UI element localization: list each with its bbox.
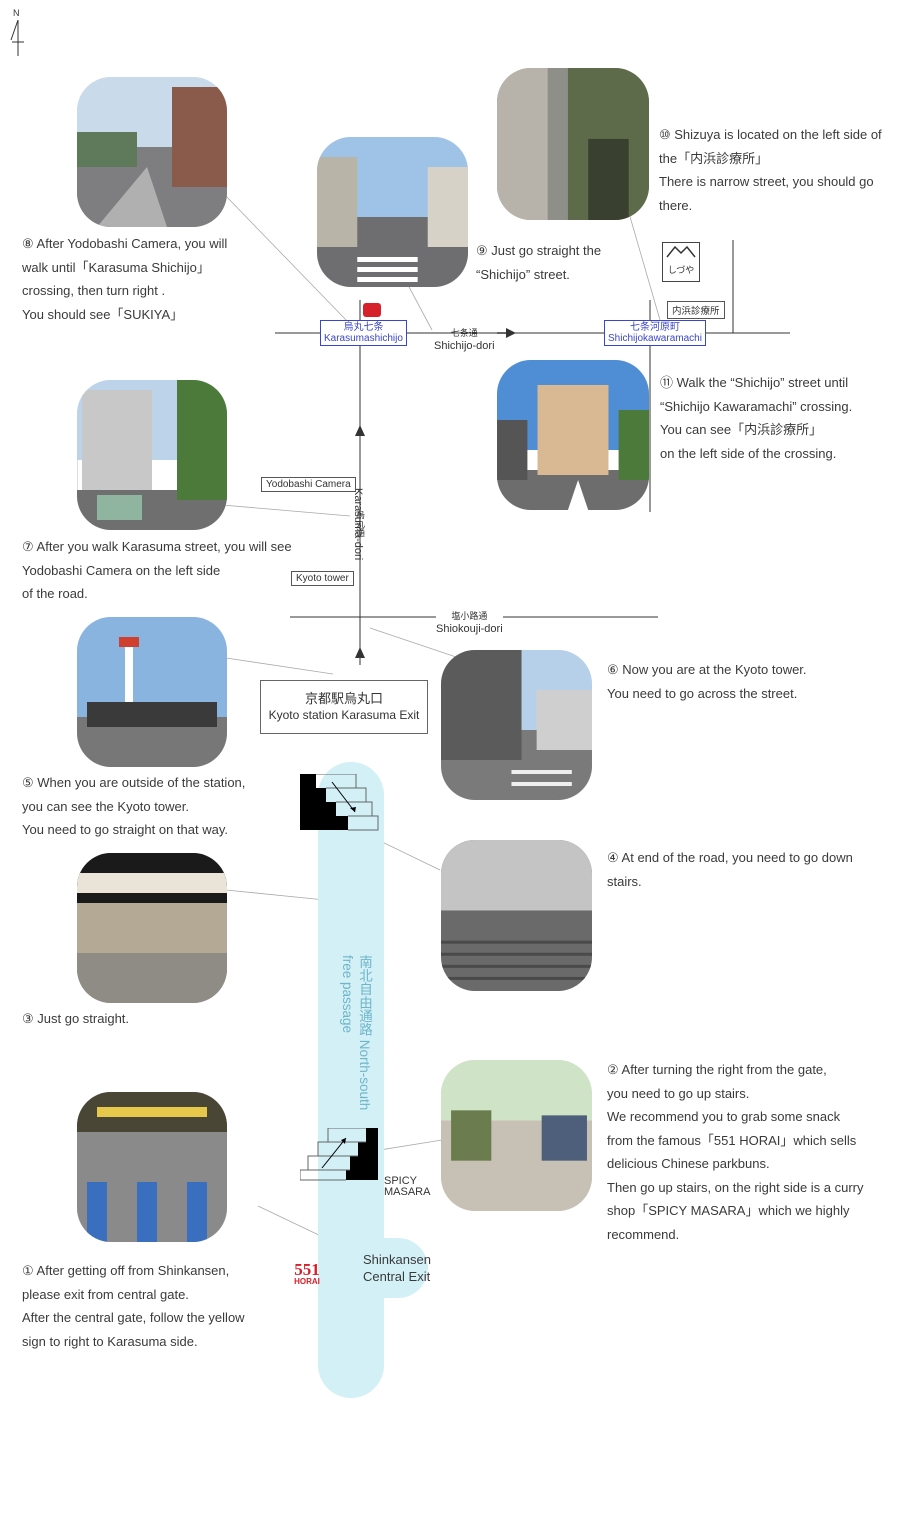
north-arrow-icon	[10, 19, 24, 56]
passage-label-en: North-south free passage	[340, 955, 372, 1111]
step-1-text: ① After getting off from Shinkansen, ple…	[22, 1263, 245, 1349]
kawaramachi-station: 七条河原町 Shichijokawaramachi	[604, 320, 706, 346]
photo-8-street-corner	[77, 77, 227, 227]
step-8-text: ⑧ After Yodobashi Camera, you will walk …	[22, 236, 228, 322]
kawaramachi-jp: 七条河原町	[629, 322, 680, 333]
photo-5-kyoto-tower	[77, 617, 227, 767]
photo-1-ticket-gates	[77, 1092, 227, 1242]
shinkansen-exit-label: Shinkansen Central Exit	[363, 1252, 431, 1284]
photo-2-gate-hall	[441, 1060, 592, 1211]
exit-label-jp: 京都駅烏丸口	[304, 691, 383, 706]
step-10-text: ⑩ Shizuya is located on the left side of…	[659, 127, 882, 213]
kyoto-tower-label: Kyoto tower	[291, 571, 354, 586]
step-3-text: ③ Just go straight.	[22, 1011, 130, 1026]
step-4-text: ④ At end of the road, you need to go dow…	[607, 850, 853, 889]
photo-6-crosswalk	[441, 650, 592, 800]
karasuma-shichijo-en: Karasumashichijo	[324, 333, 403, 344]
photo-3-passage	[77, 853, 227, 1003]
step-6-text: ⑥ Now you are at the Kyoto tower. You ne…	[607, 662, 807, 701]
compass-label: N	[13, 8, 20, 18]
shichijo-label-jp: 七条通	[450, 328, 478, 338]
karasuma-shichijo-station: 烏丸七条 Karasumashichijo	[320, 320, 407, 346]
karasuma-label-en: Karasuma-dori	[352, 488, 364, 561]
stairs-down-icon	[300, 774, 379, 831]
kawaramachi-en: Shichijokawaramachi	[608, 333, 702, 344]
step-5-text: ⑤ When you are outside of the station, y…	[22, 775, 246, 837]
step-11-text: ⑪ Walk the “Shichijo” street until “Shic…	[660, 375, 853, 461]
yodobashi-label: Yodobashi Camera	[261, 477, 356, 492]
shiokouji-label-jp: 塩小路通	[451, 611, 488, 621]
karasuma-label-jp: 烏丸通	[355, 510, 365, 537]
clinic-label: 内浜診療所	[667, 301, 725, 319]
sukiya-sign-icon	[363, 303, 381, 317]
shizuya-logo: しづや	[662, 242, 700, 282]
shinkansen-exit-bubble	[356, 1238, 428, 1298]
step-2-text: ② After turning the right from the gate,…	[607, 1062, 864, 1242]
shichijo-label: 七条通 Shichijo-dori	[434, 327, 495, 353]
photo-11-clinic	[497, 360, 649, 510]
karasuma-shichijo-jp: 烏丸七条	[343, 322, 384, 333]
horai-logo: 551 HORAI	[287, 1260, 327, 1286]
shichijo-label-en: Shichijo-dori	[434, 340, 495, 352]
photo-10-shizuya-building	[497, 68, 649, 220]
horai-logo-sub: HORAI	[294, 1277, 320, 1286]
shiokouji-label: 塩小路通 Shiokouji-dori	[436, 610, 503, 636]
photo-4-stairs	[441, 840, 592, 991]
shiokouji-label-en: Shiokouji-dori	[436, 623, 503, 635]
shizuya-text: しづや	[667, 265, 695, 275]
step-7-text: ⑦ After you walk Karasuma street, you wi…	[22, 539, 292, 601]
karasuma-exit-box: 京都駅烏丸口 Kyoto station Karasuma Exit	[260, 680, 428, 734]
karasuma-label: Karasuma-dori	[352, 488, 364, 568]
photo-7-yodobashi	[77, 380, 227, 530]
spicy-masara-label: SPICY MASARA	[384, 1175, 431, 1198]
photo-9-shichijo-street	[317, 137, 468, 287]
shizuya-roof-icon	[666, 245, 696, 258]
passage-label: 南北自由通路 North-south free passage	[333, 955, 373, 1115]
passage-label-jp: 南北自由通路	[357, 955, 372, 1036]
horai-logo-number: 551	[294, 1260, 320, 1279]
exit-label-en: Kyoto station Karasuma Exit	[268, 708, 420, 722]
compass: N	[8, 8, 28, 58]
step-9-text: ⑨ Just go straight the “Shichijo” street…	[476, 243, 602, 282]
stairs-up-icon	[300, 1128, 378, 1181]
